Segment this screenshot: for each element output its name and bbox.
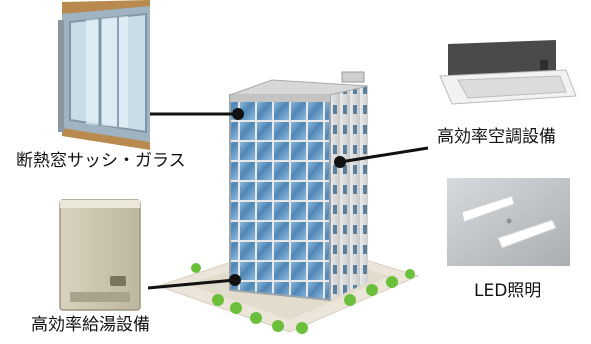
window-sash-icon: [58, 0, 150, 150]
ceiling-cassette-aircon-icon: [439, 40, 577, 105]
connector-aircon: [334, 146, 429, 168]
office-building-icon: [156, 71, 420, 334]
label-high-efficiency-aircon: 高効率空調設備: [437, 127, 556, 147]
connector-water-heater: [147, 274, 241, 290]
label-window-sash-glass: 断熱窓サッシ・ガラス: [16, 151, 186, 171]
label-high-efficiency-water-heater: 高効率給湯設備: [31, 315, 150, 335]
label-led-lighting: LED照明: [474, 281, 542, 301]
led-ceiling-light-icon: [447, 178, 570, 266]
connector-window: [150, 108, 244, 120]
water-heater-icon: [59, 199, 141, 311]
